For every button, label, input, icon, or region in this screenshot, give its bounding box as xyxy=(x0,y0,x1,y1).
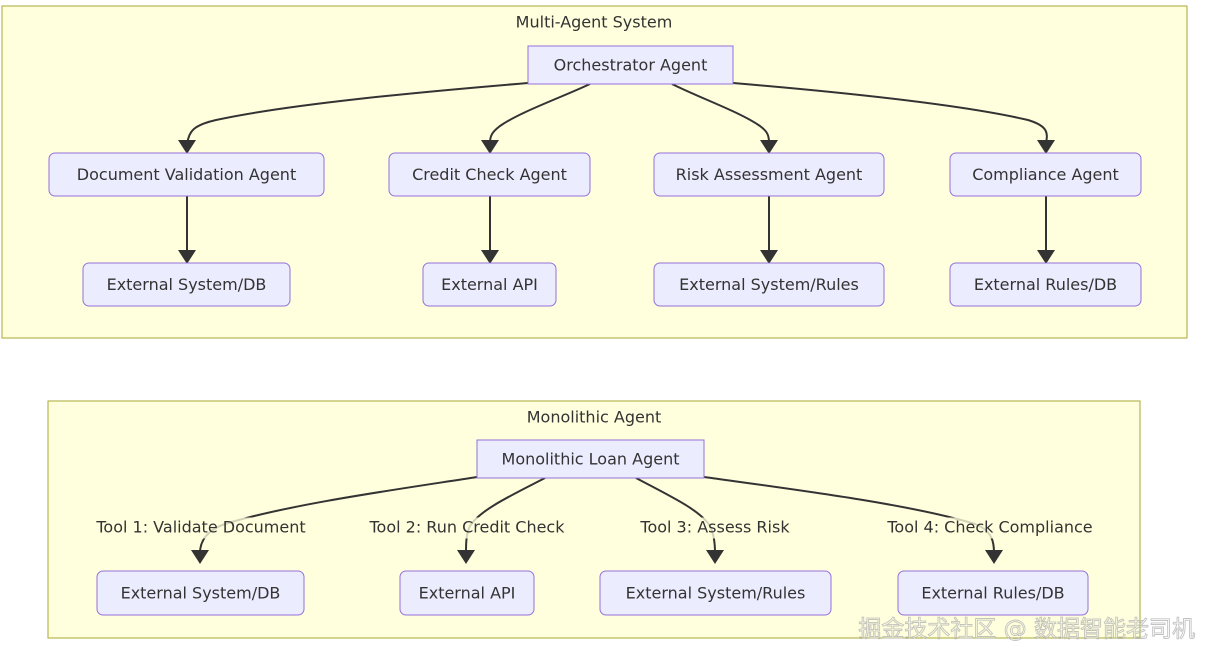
edge-arrowhead xyxy=(1037,250,1055,264)
edge-arrowhead xyxy=(191,550,209,564)
node-label: Monolithic Loan Agent xyxy=(502,450,680,469)
edge-label-text: Tool 1: Validate Document xyxy=(95,518,305,537)
edge-compliance-to-external-rules-db xyxy=(1037,196,1055,264)
node-credit-check-agent[interactable]: Credit Check Agent xyxy=(388,152,591,197)
node-box[interactable] xyxy=(476,439,705,479)
edge-monolithic-to-external-system-rules-label: Tool 3: Assess Risk xyxy=(627,517,803,539)
node-ma-external-rules-db[interactable]: External Rules/DB xyxy=(949,262,1142,307)
edge-label-text: Tool 2: Run Credit Check xyxy=(368,518,565,537)
node-label: External Rules/DB xyxy=(921,584,1064,603)
watermark-layer: 掘金技术社区 @ 数据智能老司机 xyxy=(858,616,1196,643)
node-box[interactable] xyxy=(949,152,1142,197)
node-label: External System/Rules xyxy=(679,275,859,294)
node-label: External System/DB xyxy=(121,584,281,603)
edge-arrowhead xyxy=(760,250,778,264)
edge-orchestrator-to-risk-assessment xyxy=(671,83,778,154)
node-document-validation-agent[interactable]: Document Validation Agent xyxy=(48,152,325,197)
edge-arrowhead xyxy=(481,140,499,154)
edge-label-text: Tool 3: Assess Risk xyxy=(639,518,790,537)
edge-label-text: Tool 4: Check Compliance xyxy=(886,518,1092,537)
edge-orchestrator-to-document-validation xyxy=(178,82,529,154)
edge-risk-assessment-to-external-system-rules xyxy=(760,196,778,264)
edge-label-backdrop xyxy=(627,517,803,539)
node-box[interactable] xyxy=(653,262,885,307)
cluster-title: Multi-Agent System xyxy=(516,13,673,32)
node-mono-external-system-rules[interactable]: External System/Rules xyxy=(599,570,832,616)
node-label: Compliance Agent xyxy=(972,165,1119,184)
edge-arrowhead xyxy=(706,550,724,564)
node-ma-external-system-db[interactable]: External System/DB xyxy=(82,262,291,307)
edge-monolithic-to-external-rules-db-label: Tool 4: Check Compliance xyxy=(866,517,1114,539)
node-label: Document Validation Agent xyxy=(77,165,296,184)
node-ma-external-api[interactable]: External API xyxy=(422,262,557,307)
node-mono-external-system-db[interactable]: External System/DB xyxy=(96,570,305,616)
node-risk-assessment-agent[interactable]: Risk Assessment Agent xyxy=(653,152,885,197)
node-box[interactable] xyxy=(96,570,305,616)
node-box[interactable] xyxy=(399,570,535,616)
edge-document-validation-to-external-system-db xyxy=(178,196,196,264)
edge-arrowhead xyxy=(1037,140,1055,154)
edge-arrowhead xyxy=(985,550,1003,564)
node-box[interactable] xyxy=(82,262,291,307)
node-label: Credit Check Agent xyxy=(412,165,567,184)
edge-line xyxy=(186,82,529,144)
node-label: Orchestrator Agent xyxy=(554,56,708,75)
node-box[interactable] xyxy=(653,152,885,197)
watermark: 掘金技术社区 @ 数据智能老司机 xyxy=(858,617,1195,643)
edge-arrowhead xyxy=(481,250,499,264)
edge-line xyxy=(732,82,1048,144)
node-orchestrator-agent[interactable]: Orchestrator Agent xyxy=(527,45,734,85)
node-ma-external-system-rules[interactable]: External System/Rules xyxy=(653,262,885,307)
node-label: External System/DB xyxy=(107,275,267,294)
edge-line xyxy=(671,83,770,144)
edge-labels-layer: Tool 1: Validate Document Tool 2: Run Cre… xyxy=(76,517,1114,539)
edge-orchestrator-to-compliance xyxy=(732,82,1055,154)
node-box[interactable] xyxy=(48,152,325,197)
node-label: Risk Assessment Agent xyxy=(676,165,863,184)
node-mono-external-api[interactable]: External API xyxy=(399,570,535,616)
cluster-title: Monolithic Agent xyxy=(527,408,662,427)
node-label: External Rules/DB xyxy=(974,275,1117,294)
edge-arrowhead xyxy=(178,250,196,264)
node-label: External API xyxy=(441,275,538,294)
node-box[interactable] xyxy=(897,570,1089,616)
edge-line xyxy=(489,83,591,144)
node-mono-external-rules-db[interactable]: External Rules/DB xyxy=(897,570,1089,616)
node-box[interactable] xyxy=(599,570,832,616)
node-label: External System/Rules xyxy=(626,584,806,603)
edge-label-backdrop xyxy=(866,517,1114,539)
edge-arrowhead xyxy=(457,550,475,564)
edge-label-backdrop xyxy=(350,517,584,539)
edge-label-backdrop xyxy=(76,517,326,539)
edge-arrowhead xyxy=(178,140,196,154)
node-monolithic-loan-agent[interactable]: Monolithic Loan Agent xyxy=(476,439,705,479)
edge-arrowhead xyxy=(760,140,778,154)
node-box[interactable] xyxy=(422,262,557,307)
edge-orchestrator-to-credit-check xyxy=(481,83,591,154)
node-box[interactable] xyxy=(388,152,591,197)
node-box[interactable] xyxy=(527,45,734,85)
node-compliance-agent[interactable]: Compliance Agent xyxy=(949,152,1142,197)
node-box[interactable] xyxy=(949,262,1142,307)
edge-credit-check-to-external-api xyxy=(481,196,499,264)
node-label: External API xyxy=(419,584,516,603)
edge-monolithic-to-external-system-db-label: Tool 1: Validate Document xyxy=(76,517,326,539)
edge-monolithic-to-external-api-label: Tool 2: Run Credit Check xyxy=(350,517,584,539)
